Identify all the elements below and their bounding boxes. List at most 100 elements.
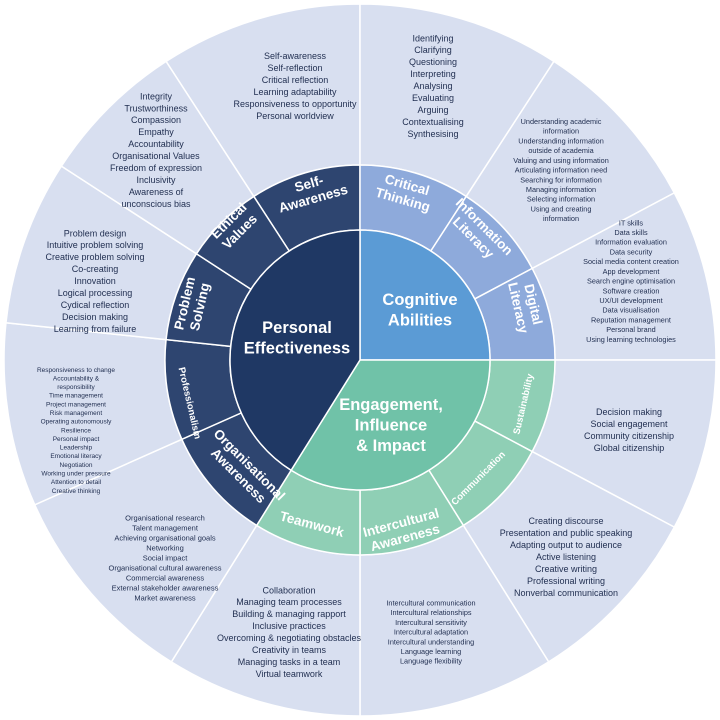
item-intercultural-adaptation: Intercultural adaptation	[394, 628, 468, 637]
item-selecting-information: Selecting information	[527, 195, 595, 204]
item-creating-discourse: Creating discourse	[528, 516, 603, 526]
item-freedom-of-expression: Freedom of expression	[110, 163, 202, 173]
item-organisational-values: Organisational Values	[112, 151, 200, 161]
item-language-flexibility: Language flexibility	[400, 657, 462, 666]
item-inclusive-practices: Inclusive practices	[252, 621, 326, 631]
item-professional-writing: Professional writing	[527, 576, 605, 586]
item-creativity-in-teams: Creativity in teams	[252, 645, 327, 655]
item-reputation-management: Reputation management	[591, 315, 671, 324]
item-self-awareness: Self-awareness	[264, 51, 327, 61]
item-integrity: Integrity	[140, 91, 173, 101]
item-intercultural-relationships: Intercultural relationships	[390, 608, 471, 617]
item-creative-problem-solving: Creative problem solving	[45, 252, 144, 262]
item-talent-management: Talent management	[132, 524, 199, 533]
item-awareness-of-unconscious-bias: unconscious bias	[121, 199, 191, 209]
item-accountability-responsibility: responsibility	[57, 384, 95, 391]
item-accountability: Accountability	[128, 139, 184, 149]
item-responsiveness-to-opportunity: Responsiveness to opportunity	[233, 99, 357, 109]
item-inclusivity: Inclusivity	[136, 175, 176, 185]
item-operating-autonomously: Operating autonomously	[41, 419, 113, 426]
item-problem-design: Problem design	[64, 228, 127, 238]
item-decision-making: Decision making	[62, 312, 128, 322]
item-managing-information: Managing information	[526, 185, 596, 194]
core-label-engagement: Engagement,Influence& Impact	[339, 396, 443, 455]
item-managing-team-processes: Managing team processes	[236, 597, 342, 607]
core-sector-cognitive[interactable]	[359, 229, 491, 361]
item-language-learning: Language learning	[401, 647, 461, 656]
item-learning-adaptability: Learning adaptability	[253, 87, 337, 97]
item-social-impact: Social impact	[143, 554, 189, 563]
item-clarifying: Clarifying	[414, 45, 452, 55]
core-sector-personal[interactable]	[229, 229, 361, 472]
item-analysing: Analysing	[413, 81, 452, 91]
item-achieving-organisational-goals: Achieving organisational goals	[114, 534, 216, 543]
item-working-under-pressure: Working under pressure	[41, 471, 111, 478]
item-overcoming-negotiating-obstacles: Overcoming & negotiating obstacles	[217, 633, 362, 643]
item-project-management: Project management	[46, 401, 106, 408]
item-using-learning-technologies: Using learning technologies	[586, 335, 676, 344]
item-building-managing-rapport: Building & managing rapport	[232, 609, 346, 619]
item-active-listening: Active listening	[536, 552, 596, 562]
core-sector-engagement[interactable]	[290, 359, 491, 491]
item-organisational-research: Organisational research	[125, 514, 205, 523]
item-leadership: Leadership	[60, 445, 93, 452]
item-evaluating: Evaluating	[412, 93, 454, 103]
item-data-skills: Data skills	[614, 228, 648, 237]
item-trustworthiness: Trustworthiness	[124, 103, 188, 113]
item-intercultural-communication: Intercultural communication	[386, 598, 475, 607]
item-organisational-cultural-awareness: Organisational cultural awareness	[109, 564, 222, 573]
item-personal-brand: Personal brand	[606, 325, 656, 334]
item-emotional-literacy: Emotional literacy	[50, 453, 102, 460]
item-nonverbal-communication: Nonverbal communication	[514, 588, 618, 598]
item-software-creation: Software creation	[603, 286, 660, 295]
item-cydical-reflection: Cydical reflection	[61, 300, 130, 310]
item-data-security: Data security	[610, 247, 653, 256]
item-innovation: Innovation	[74, 276, 116, 286]
item-using-and-creating-information: Using and creating	[531, 204, 592, 213]
item-external-stakeholder-awareness: External stakeholder awareness	[112, 584, 219, 593]
item-interpreting: Interpreting	[410, 69, 456, 79]
item-critical-reflection: Critical reflection	[262, 75, 329, 85]
item-searching-for-information: Searching for information	[520, 175, 602, 184]
item-awareness-of-unconscious-bias: Awareness of	[129, 187, 184, 197]
item-understanding-information-outside-of-academia: Understanding information	[518, 136, 604, 145]
item-adapting-output-to-audience: Adapting output to audience	[510, 540, 622, 550]
item-learning-from-failure: Learning from failure	[54, 324, 137, 334]
item-global-citizenship: Global citizenship	[594, 443, 665, 453]
item-intercultural-sensitivity: Intercultural sensitivity	[395, 618, 467, 627]
item-creative-writing: Creative writing	[535, 564, 597, 574]
item-contextualising: Contextualising	[402, 117, 464, 127]
item-decision-making: Decision making	[596, 407, 662, 417]
item-understanding-academic-information: Understanding academic	[521, 117, 602, 126]
item-self-reflection: Self-reflection	[267, 63, 322, 73]
item-understanding-information-outside-of-academia: outside of academia	[528, 146, 594, 155]
item-identifying: Identifying	[412, 33, 453, 43]
item-app-development: App development	[603, 267, 660, 276]
item-virtual-teamwork: Virtual teamwork	[256, 669, 323, 679]
item-intuitive-problem-solving: Intuitive problem solving	[47, 240, 144, 250]
item-understanding-academic-information: information	[543, 127, 579, 136]
item-negotiation: Negotiation	[60, 462, 93, 469]
item-personal-impact: Personal impact	[53, 436, 100, 443]
item-personal-worldview: Personal worldview	[256, 111, 334, 121]
item-logical-processing: Logical processing	[58, 288, 133, 298]
item-questioning: Questioning	[409, 57, 457, 67]
item-resilience: Resilience	[61, 427, 91, 434]
item-creative-thinking: Creative thinking	[52, 488, 101, 495]
item-accountability-responsibility: Accountability &	[53, 375, 100, 382]
item-it-skills: IT skills	[619, 218, 644, 227]
